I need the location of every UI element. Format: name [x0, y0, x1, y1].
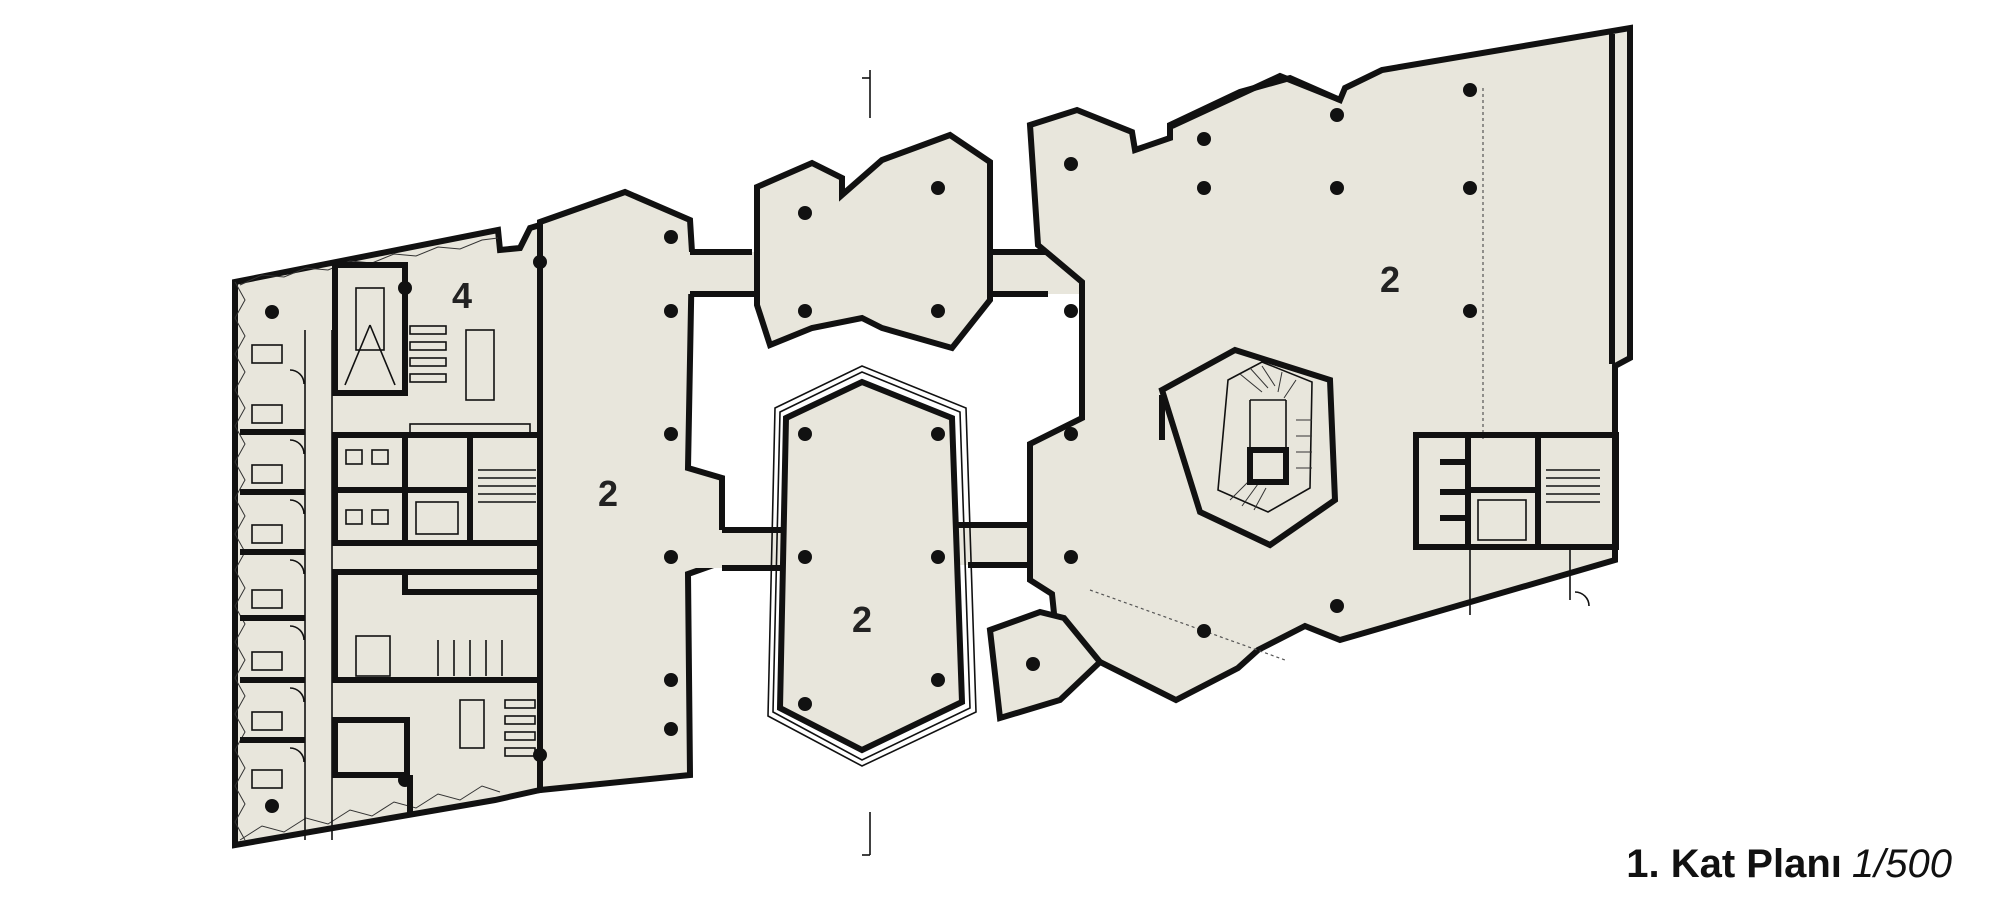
west-core: [332, 432, 543, 546]
south-facade-pattern: [239, 785, 501, 841]
west-facade-pattern: [234, 281, 246, 841]
east-core: [1413, 432, 1619, 615]
south-east-annex: [986, 608, 1105, 722]
meeting-room: [332, 262, 408, 396]
room-label-east-hall: 2: [1380, 259, 1400, 300]
structural-columns: [265, 83, 1477, 813]
plan-scale: 1/500: [1851, 842, 1952, 886]
west-wing: [232, 220, 543, 849]
room-label-meeting: 4: [452, 275, 472, 316]
north-balcony: [1170, 72, 1342, 129]
east-hall-floor: [1026, 24, 1633, 704]
south-dashed-line: [1089, 589, 1286, 661]
plan-title-text: 1. Kat Planı: [1626, 842, 1842, 886]
central-hall: [767, 70, 977, 856]
meeting-table: [355, 287, 385, 351]
central-hall-floor: [776, 378, 966, 754]
room-label-west-hall: 2: [598, 473, 618, 514]
hall-left-floor: [537, 188, 725, 794]
office-cells: [240, 344, 305, 789]
stair-atrium: [1158, 346, 1339, 549]
west-wing-floor: [232, 220, 543, 849]
north-pods-floor: [754, 131, 993, 352]
room-label-central-hall: 2: [852, 599, 872, 640]
